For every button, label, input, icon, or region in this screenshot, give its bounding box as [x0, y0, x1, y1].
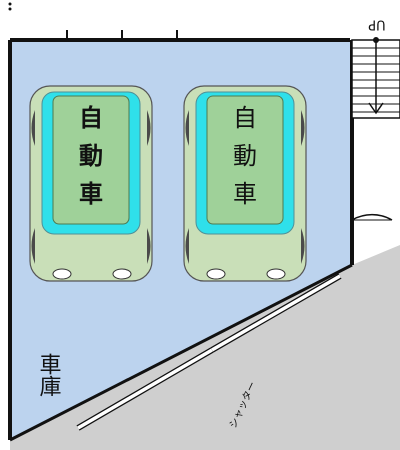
car-left-label-line-1: 自 [79, 104, 103, 132]
car-right-label-line-3: 車 [233, 180, 257, 208]
door-swing [351, 213, 393, 255]
car-right-label-line-1: 自 [233, 104, 257, 132]
stair-label-group: UP [368, 17, 386, 32]
car-left-label-line-2: 動 [79, 142, 103, 170]
top-tick-marks [66, 30, 178, 40]
corner-marks [8, 2, 12, 11]
car-left: 自 動 車 [29, 85, 153, 282]
car-right-label-line-2: 動 [233, 142, 257, 170]
car-left-label-line-3: 車 [79, 180, 103, 208]
garage-label: 車庫 [36, 353, 62, 397]
front-wall-line [9, 263, 353, 442]
stair-label: UP [368, 17, 386, 32]
staircase [351, 37, 400, 119]
shutter-door [76, 273, 342, 431]
car-right: 自 動 車 [183, 85, 307, 282]
